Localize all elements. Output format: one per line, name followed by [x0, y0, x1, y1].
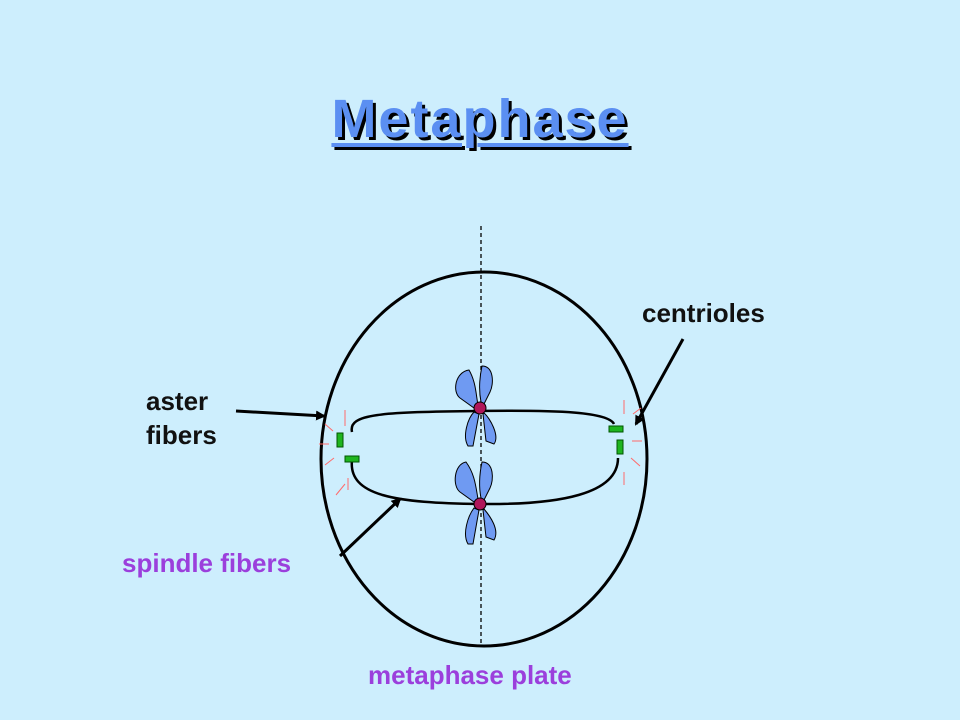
centrioles-arrow: [634, 338, 685, 426]
chromosome-upper: [455, 365, 497, 447]
centromere-lower: [473, 497, 487, 511]
spindle-fibers-label: spindle fibers: [122, 548, 292, 578]
aster-fibers-right: [623, 400, 642, 485]
aster-fibers-label: aster fibers: [146, 386, 217, 450]
spindle-fibers-arrow: [338, 497, 402, 558]
centrioles-left: [336, 432, 360, 463]
cell-membrane: [319, 270, 649, 648]
centrioles-label: centrioles: [642, 298, 765, 328]
aster-fibers-left: [319, 410, 349, 496]
metaphase-plate-label: metaphase plate: [368, 660, 572, 690]
slide-title: Metaphase: [331, 89, 629, 149]
aster-fibers-arrow: [235, 409, 326, 421]
chromosome-lower: [454, 461, 497, 545]
centromere-upper: [473, 401, 487, 415]
centrioles-right: [608, 425, 624, 455]
